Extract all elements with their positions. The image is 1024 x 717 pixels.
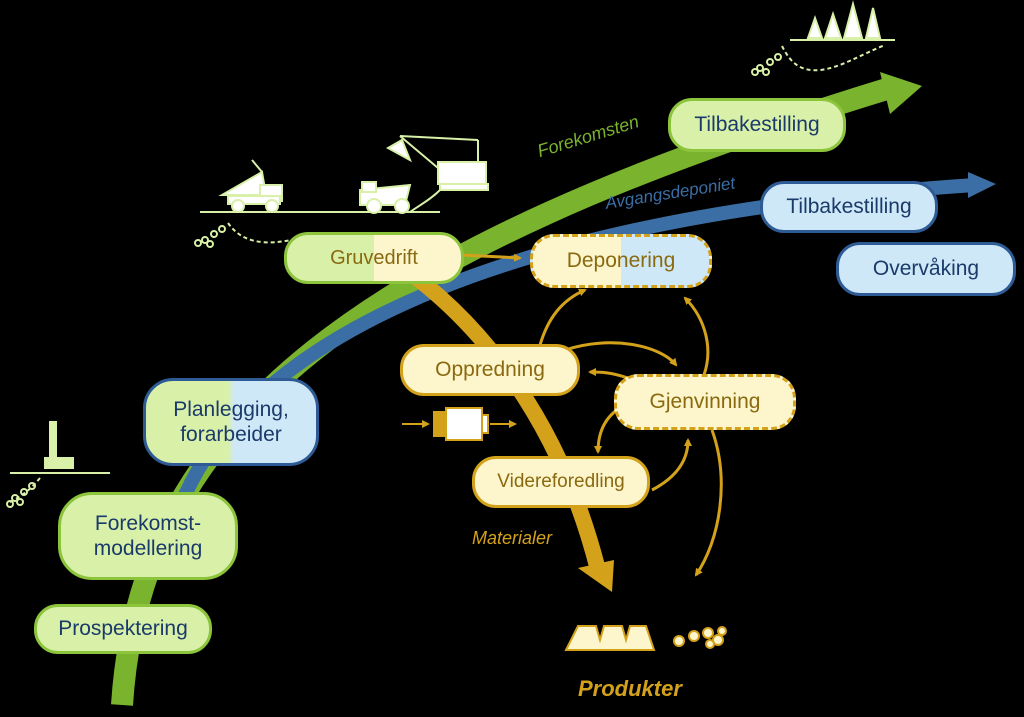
stage-tilbakestilling-blue-label: Tilbakestilling — [786, 195, 912, 219]
stage-prospektering[interactable]: Prospektering — [34, 604, 212, 654]
stage-gruvedrift-label: Gruvedrift — [330, 247, 418, 269]
stage-overvaking[interactable]: Overvåking — [836, 242, 1016, 296]
ingot-icon — [564, 625, 656, 651]
label-materialer: Materialer — [472, 528, 553, 548]
stage-forekomstmodellering[interactable]: Forekomst- modellering — [58, 492, 238, 580]
stage-planlegging-line1: Planlegging, — [173, 397, 289, 421]
tipper-truck-icon — [194, 159, 440, 248]
arrow-oppredning-deponering — [538, 288, 587, 346]
stage-gjenvinning-label: Gjenvinning — [649, 390, 761, 414]
stage-tilbakestilling-green[interactable]: Tilbakestilling — [668, 98, 846, 152]
stage-oppredning-label: Oppredning — [435, 358, 545, 382]
stage-oppredning[interactable]: Oppredning — [400, 344, 580, 396]
stage-tilbakestilling-green-label: Tilbakestilling — [694, 113, 820, 137]
excavator-icon — [385, 135, 489, 213]
stage-tilbakestilling-blue[interactable]: Tilbakestilling — [760, 181, 938, 233]
trees-icon — [751, 0, 895, 76]
stage-planlegging-line2: forarbeider — [180, 423, 282, 446]
label-produkter: Produkter — [578, 676, 682, 701]
arrow-gjenvinning-oppredning — [588, 368, 629, 380]
pellets-icon — [673, 626, 727, 649]
arrow-videreforedling-gjenvinning — [651, 438, 692, 492]
arrow-oppredning-gjenvinning — [564, 341, 678, 367]
stage-prospektering-label: Prospektering — [58, 617, 188, 641]
materialer-arrowhead — [578, 560, 614, 592]
stage-forekomst-line1: Forekomst- — [94, 511, 202, 535]
materialer-flow — [390, 255, 606, 572]
drill-rig-icon — [6, 421, 110, 508]
avgangsdeponiet-arrowhead — [968, 172, 996, 198]
arrow-deponering-gjenvinning — [683, 296, 710, 381]
arrow-gjenvinning-produkter — [694, 429, 723, 577]
stage-planlegging[interactable]: Planlegging, forarbeider — [143, 378, 319, 466]
arrow-gruvedrift-deponering — [461, 253, 522, 262]
dump-truck-icon — [359, 181, 412, 214]
stage-gruvedrift[interactable]: Gruvedrift — [284, 232, 464, 284]
flow-arrows — [402, 253, 723, 577]
stage-videreforedling-label: Videreforedling — [497, 470, 625, 492]
forekomsten-arrowhead — [880, 72, 922, 114]
stage-deponering[interactable]: Deponering — [530, 234, 712, 288]
stage-forekomst-line2: modellering — [93, 537, 203, 560]
stage-deponering-label: Deponering — [566, 249, 676, 273]
pipe-filter-icon — [433, 407, 489, 441]
stage-videreforedling[interactable]: Videreforedling — [472, 456, 650, 508]
stage-overvaking-label: Overvåking — [872, 257, 980, 281]
stage-gjenvinning[interactable]: Gjenvinning — [614, 374, 796, 430]
